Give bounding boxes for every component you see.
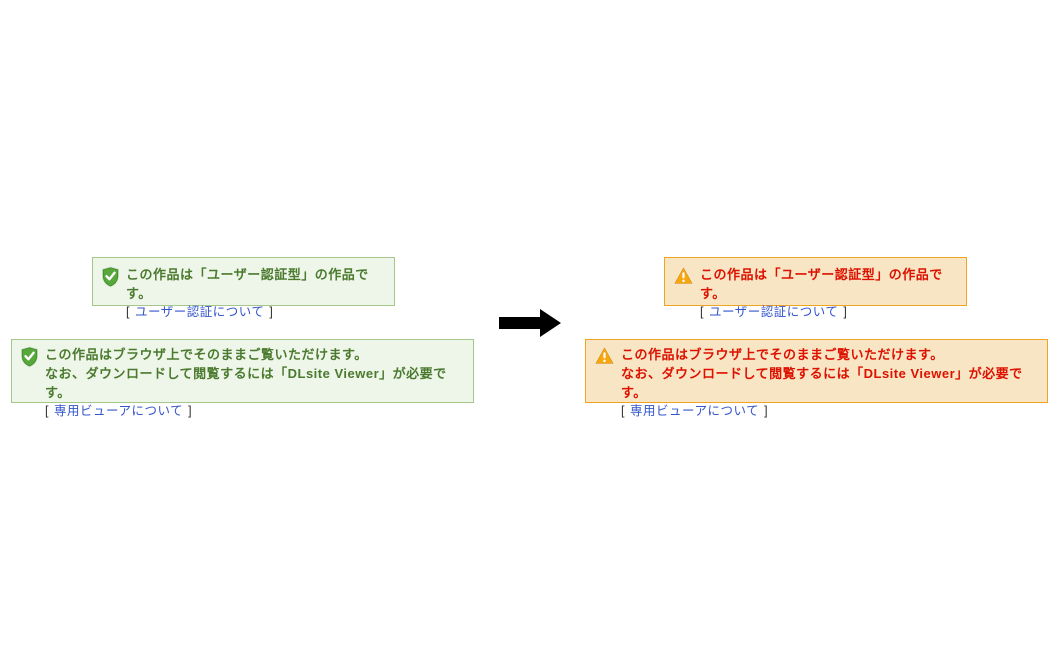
user-auth-about-link[interactable]: ユーザー認証について [134, 305, 265, 319]
notice-link-line: [ 専用ビューアについて] [621, 402, 1039, 421]
bracket-close: ] [764, 404, 769, 418]
notice-message-line1: この作品はブラウザ上でそのままご覧いただけます。 [45, 347, 368, 362]
shield-check-icon [101, 266, 120, 288]
viewer-notice-before: この作品はブラウザ上でそのままご覧いただけます。 なお、ダウンロードして閲覧する… [11, 339, 474, 418]
notice-link-line: [ ユーザー認証について] [700, 303, 958, 322]
notice-message: この作品は「ユーザー認証型」の作品です。 [700, 267, 943, 301]
user-auth-notice-before: この作品は「ユーザー認証型」の作品です。 [ ユーザー認証について] [92, 257, 395, 319]
dedicated-viewer-about-link[interactable]: 専用ビューアについて [629, 404, 760, 418]
shield-check-icon [20, 346, 39, 368]
warning-icon [673, 266, 694, 285]
notice-link-line: [ ユーザー認証について] [126, 303, 386, 322]
notice-message-line2: なお、ダウンロードして閲覧するには「DLsite Viewer」が必要です。 [621, 366, 1023, 400]
bracket-close: ] [188, 404, 193, 418]
notice-link-line: [ 専用ビューアについて] [45, 402, 465, 421]
notice-message: この作品は「ユーザー認証型」の作品です。 [126, 267, 369, 301]
bracket-open: [ [700, 305, 704, 319]
notice-message-line1: この作品はブラウザ上でそのままご覧いただけます。 [621, 347, 944, 362]
warning-icon [594, 346, 615, 365]
bracket-close: ] [843, 305, 848, 319]
bracket-open: [ [126, 305, 130, 319]
dedicated-viewer-about-link[interactable]: 専用ビューアについて [53, 404, 184, 418]
transition-arrow-icon [499, 308, 562, 338]
bracket-open: [ [45, 404, 49, 418]
bracket-close: ] [269, 305, 274, 319]
user-auth-about-link[interactable]: ユーザー認証について [708, 305, 839, 319]
bracket-open: [ [621, 404, 625, 418]
notice-message-line2: なお、ダウンロードして閲覧するには「DLsite Viewer」が必要です。 [45, 366, 447, 400]
user-auth-notice-after: この作品は「ユーザー認証型」の作品です。 [ ユーザー認証について] [664, 257, 967, 319]
viewer-notice-after: この作品はブラウザ上でそのままご覧いただけます。 なお、ダウンロードして閲覧する… [585, 339, 1048, 418]
